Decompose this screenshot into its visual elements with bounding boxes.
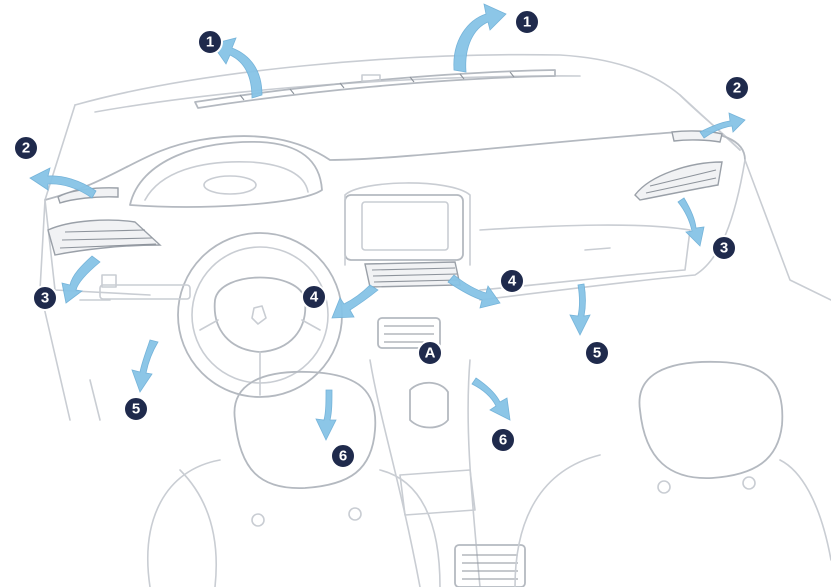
badge-6-left: 6 <box>330 443 356 469</box>
dash-switch-row <box>99 284 191 300</box>
glovebox <box>479 224 691 291</box>
seat-left-backrest <box>147 459 441 587</box>
windscreen-outline <box>74 53 741 151</box>
svg-text:4: 4 <box>310 289 319 306</box>
airflow-arrow-side-left <box>29 167 97 199</box>
steering-wheel-spoke <box>199 319 321 396</box>
rear-vent-console <box>454 544 526 587</box>
vent-slats-left <box>59 229 157 249</box>
svg-text:5: 5 <box>593 345 601 362</box>
badge-5-right: 5 <box>584 340 610 366</box>
touchscreen <box>361 201 449 251</box>
svg-text:3: 3 <box>720 240 728 257</box>
seat-right-backrest <box>514 454 831 587</box>
svg-text:5: 5 <box>132 401 140 418</box>
headrest-post-left-1 <box>251 513 265 527</box>
vent-slats-centre <box>371 267 459 283</box>
svg-text:1: 1 <box>523 14 531 31</box>
seat-left-bolster <box>179 469 218 587</box>
vent-side-left-lower <box>47 219 162 256</box>
airflow-arrow-lower-left <box>61 255 101 304</box>
svg-text:A: A <box>425 345 436 362</box>
svg-text:1: 1 <box>206 34 214 51</box>
svg-text:6: 6 <box>499 432 507 449</box>
centre-tunnel <box>369 359 481 587</box>
vent-side-right-lower <box>634 161 723 201</box>
badge-3-left: 3 <box>32 285 58 311</box>
instrument-cluster-hood <box>129 141 323 208</box>
airflow-arrow-centre-right <box>447 274 501 309</box>
airflow-arrow-rear-right <box>471 377 511 421</box>
a-pillar-right <box>679 94 741 151</box>
airflow-arrow-footwell-left <box>131 339 159 393</box>
glovebox-handle <box>584 247 611 251</box>
headrest-post-right-1 <box>657 480 671 494</box>
seat-left-headrest <box>233 370 377 489</box>
badge-1-left: 1 <box>197 29 223 55</box>
brand-emblem <box>251 305 267 325</box>
airflow-arrow-rear-left <box>315 389 337 441</box>
badge-3-right: 3 <box>711 235 737 261</box>
instrument-cluster-inner <box>144 160 309 201</box>
badge-2-left: 2 <box>13 135 39 161</box>
badge-1-right: 1 <box>514 9 540 35</box>
svg-text:2: 2 <box>22 140 30 157</box>
airflow-arrow-defrost-left <box>211 37 263 99</box>
badge-4-left: 4 <box>301 284 327 310</box>
centre-console-outline <box>344 182 471 266</box>
defrost-slats <box>239 71 515 101</box>
climate-control-panel <box>377 317 441 349</box>
vent-side-right-upper <box>671 130 723 143</box>
badge-6-right: 6 <box>490 427 516 453</box>
sensor-housing <box>361 74 381 82</box>
svg-text:2: 2 <box>733 80 741 97</box>
gear-lever <box>409 381 449 429</box>
airflow-arrow-lower-right <box>677 197 705 247</box>
badge-2-right: 2 <box>724 75 750 101</box>
windscreen-lower-edge <box>94 75 581 113</box>
defrost-strip <box>194 69 556 109</box>
control-buttons <box>384 325 434 343</box>
steering-wheel-hub <box>213 276 307 353</box>
vent-slats-right <box>645 169 717 194</box>
svg-text:6: 6 <box>339 448 347 465</box>
headrest-post-left-2 <box>348 507 362 521</box>
b-pillar-right <box>744 159 831 301</box>
gear-base <box>399 469 476 516</box>
svg-text:4: 4 <box>508 273 517 290</box>
seat-right-headrest <box>638 360 784 479</box>
badge-4-right: 4 <box>499 268 525 294</box>
airflow-arrow-side-right <box>699 112 746 139</box>
cluster-display <box>203 175 257 195</box>
airflow-arrow-footwell-right <box>569 283 591 336</box>
airflow-arrow-centre-left <box>331 284 379 319</box>
svg-text:3: 3 <box>41 290 49 307</box>
airflow-arrow-defrost-right <box>453 3 507 73</box>
window-switch <box>101 274 117 288</box>
badge-a: A <box>417 340 443 366</box>
badge-5-left: 5 <box>123 396 149 422</box>
headrest-post-right-2 <box>742 476 756 490</box>
rear-vent-slats <box>462 554 518 580</box>
